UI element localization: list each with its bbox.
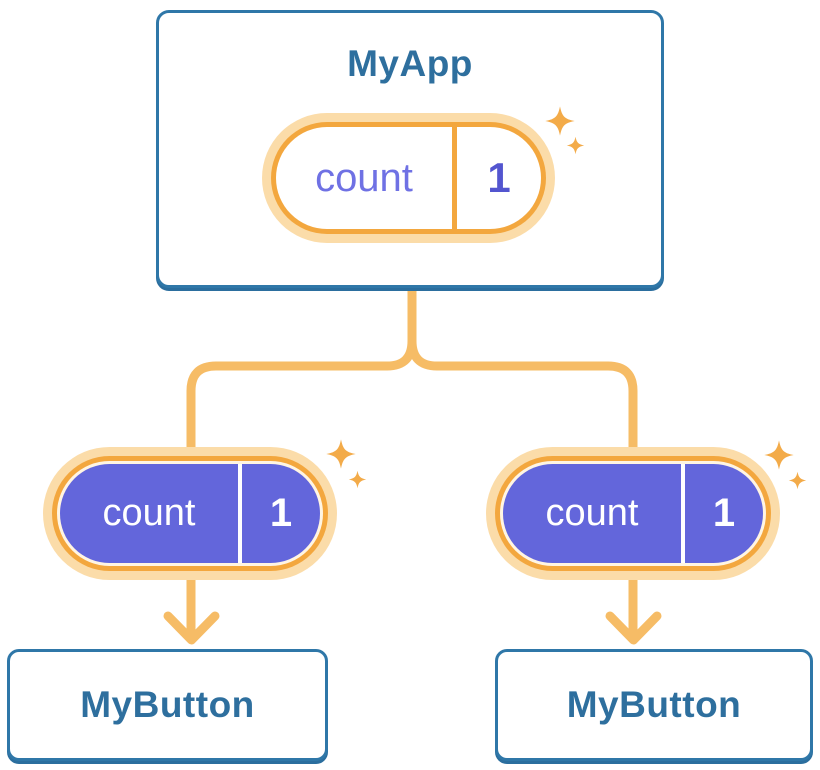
pill-glow: count 1: [486, 447, 780, 580]
pill-body: count 1: [276, 127, 541, 229]
sparkle-icon: [348, 470, 367, 489]
component-title-myapp: MyApp: [347, 43, 473, 84]
pill-divider: [452, 127, 457, 229]
sparkle-icon: [326, 439, 356, 469]
sparkle-icon: [566, 136, 585, 155]
arrowhead-right-icon: [605, 611, 662, 645]
pill-divider: [238, 464, 242, 563]
pill-inner-gap: count 1: [57, 461, 323, 566]
state-pill-myapp: count 1: [262, 113, 555, 243]
prop-pill-value: 1: [269, 491, 293, 535]
pill-divider: [681, 464, 685, 563]
sparkle-icon: [545, 106, 575, 136]
sparkle-icon: [764, 440, 794, 470]
state-pill-value: 1: [487, 154, 511, 201]
pill-ring: count 1: [495, 456, 771, 571]
component-card-mybutton-right: MyButton: [495, 649, 813, 761]
pill-glow: count 1: [43, 447, 337, 580]
sparkle-icon: [788, 471, 807, 490]
component-title-mybutton-left: MyButton: [80, 684, 255, 725]
arrowhead-left-icon: [163, 611, 220, 645]
pill-inner-gap: count 1: [500, 461, 766, 566]
prop-pill-label: count: [545, 492, 639, 534]
prop-pill-value: 1: [712, 491, 736, 535]
state-pill-label: count: [315, 155, 413, 200]
prop-pill-label: count: [102, 492, 196, 534]
component-card-mybutton-left: MyButton: [7, 649, 328, 761]
connector-right-branch: [407, 283, 638, 637]
pill-body: count 1: [503, 464, 763, 563]
prop-pill-right: count 1: [486, 447, 780, 580]
pill-glow: count 1: [262, 113, 555, 243]
component-title-mybutton-right: MyButton: [566, 684, 742, 725]
pill-ring: count 1: [271, 122, 546, 234]
pill-ring: count 1: [52, 456, 328, 571]
prop-pill-left: count 1: [43, 447, 337, 580]
pill-body: count 1: [60, 464, 320, 563]
